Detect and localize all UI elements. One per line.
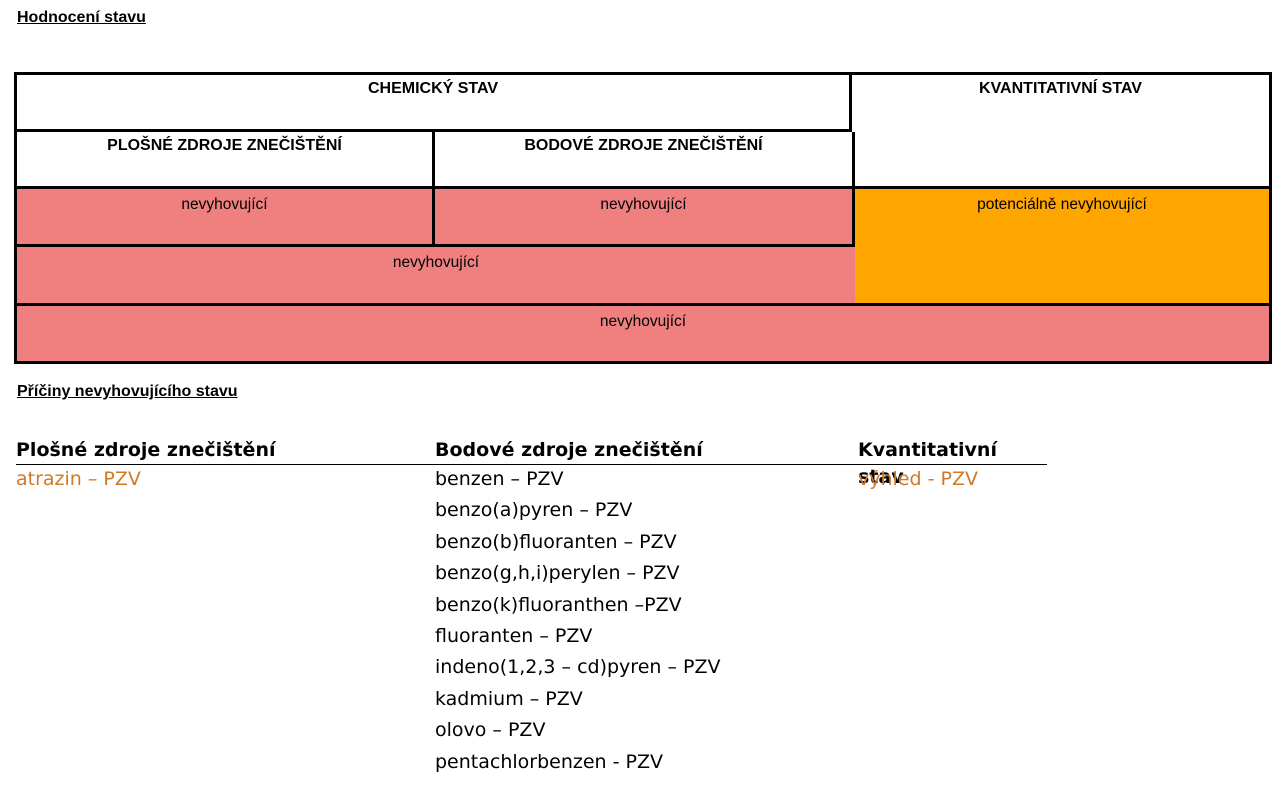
cause-item: benzo(a)pyren – PZV [435,499,633,522]
quantitative-causes-list: výhled - PZV [858,464,1048,495]
chemical-status-value: nevyhovující [17,247,855,306]
cause-item: atrazin – PZV [16,468,141,490]
cause-item: benzo(k)fluoranthen –PZV [435,593,682,616]
diffuse-causes-heading: Plošné zdroje znečištění [16,439,276,461]
cause-item: benzo(g,h,i)perylen – PZV [435,562,680,585]
status-assessment-table: CHEMICKÝ STAV KVANTITATIVNÍ STAV PLOŠNÉ … [14,72,1272,364]
causes-title: Příčiny nevyhovujícího stavu [17,383,238,400]
diffuse-causes-list: atrazin – PZV [16,464,416,495]
assessment-title: Hodnocení stavu [17,9,146,26]
cause-item: benzo(b)fluoranten – PZV [435,530,677,553]
cause-item: indeno(1,2,3 – cd)pyren – PZV [435,656,721,679]
point-causes-heading: Bodové zdroje znečištění [435,439,703,461]
cause-item: kadmium – PZV [435,687,583,710]
diffuse-sources-header: PLOŠNÉ ZDROJE ZNEČIŠTĚNÍ [17,132,435,189]
point-sources-header: BODOVÉ ZDROJE ZNEČIŠTĚNÍ [435,132,855,189]
quantitative-causes-column: Kvantitativní stav výhled - PZV [858,437,1048,495]
cause-item: fluoranten – PZV [435,624,593,647]
column-headings-underline [16,464,1047,465]
overall-status-value: nevyhovující [17,306,1269,361]
point-sources-status: nevyhovující [435,189,855,247]
point-causes-list: benzen – PZV benzo(a)pyren – PZV benzo(b)f… [435,464,855,778]
quantitative-status-value: potenciálně nevyhovující [852,189,1269,306]
quantitative-status-header: KVANTITATIVNÍ STAV [852,75,1269,189]
diffuse-causes-column: Plošné zdroje znečištění atrazin – PZV [16,437,416,495]
chemical-status-header: CHEMICKÝ STAV [17,75,852,132]
diffuse-sources-status: nevyhovující [17,189,435,247]
cause-item: pentachlorbenzen - PZV [435,750,663,773]
cause-item: výhled - PZV [858,468,978,490]
quantitative-causes-heading: Kvantitativní stav [858,439,997,488]
cause-item: olovo – PZV [435,719,546,742]
cause-item: benzen – PZV [435,468,564,490]
